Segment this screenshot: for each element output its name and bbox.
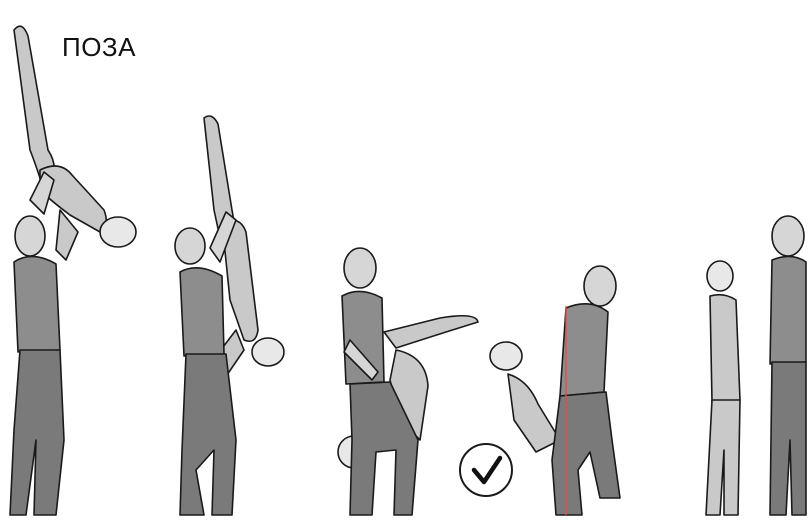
base-1-torso bbox=[14, 256, 60, 352]
base-2-legs bbox=[180, 354, 236, 515]
base-3-head bbox=[344, 248, 376, 288]
base-5-head bbox=[772, 216, 804, 256]
badge-circle bbox=[460, 444, 512, 496]
figure-group-4 bbox=[460, 266, 620, 515]
base-5-torso bbox=[770, 256, 806, 364]
base-2-torso bbox=[180, 268, 224, 356]
figure-group-3 bbox=[338, 248, 478, 515]
flyer-1-legs bbox=[14, 26, 54, 180]
correct-pose-badge bbox=[460, 444, 512, 496]
base-4-torso bbox=[560, 304, 608, 396]
flyer-5-head bbox=[707, 261, 733, 291]
flyer-3-leg-front bbox=[384, 316, 478, 348]
flyer-4-head bbox=[490, 342, 522, 370]
flyer-5-torso bbox=[710, 295, 740, 402]
figure-group-1 bbox=[10, 26, 136, 515]
base-5-legs bbox=[770, 362, 806, 515]
flyer-2-head bbox=[252, 338, 284, 366]
base-2-head bbox=[175, 228, 205, 264]
base-1-head bbox=[15, 216, 45, 256]
base-1-arm-up bbox=[30, 172, 54, 214]
flyer-5-legs bbox=[706, 400, 740, 515]
flyer-1-head bbox=[100, 217, 136, 247]
figure-group-5 bbox=[706, 216, 806, 515]
figure-group-2 bbox=[175, 116, 284, 515]
base-1-legs bbox=[10, 350, 64, 515]
base-4-head bbox=[584, 266, 616, 306]
flyer-4-body bbox=[508, 374, 560, 452]
base-4-legs bbox=[552, 392, 620, 515]
